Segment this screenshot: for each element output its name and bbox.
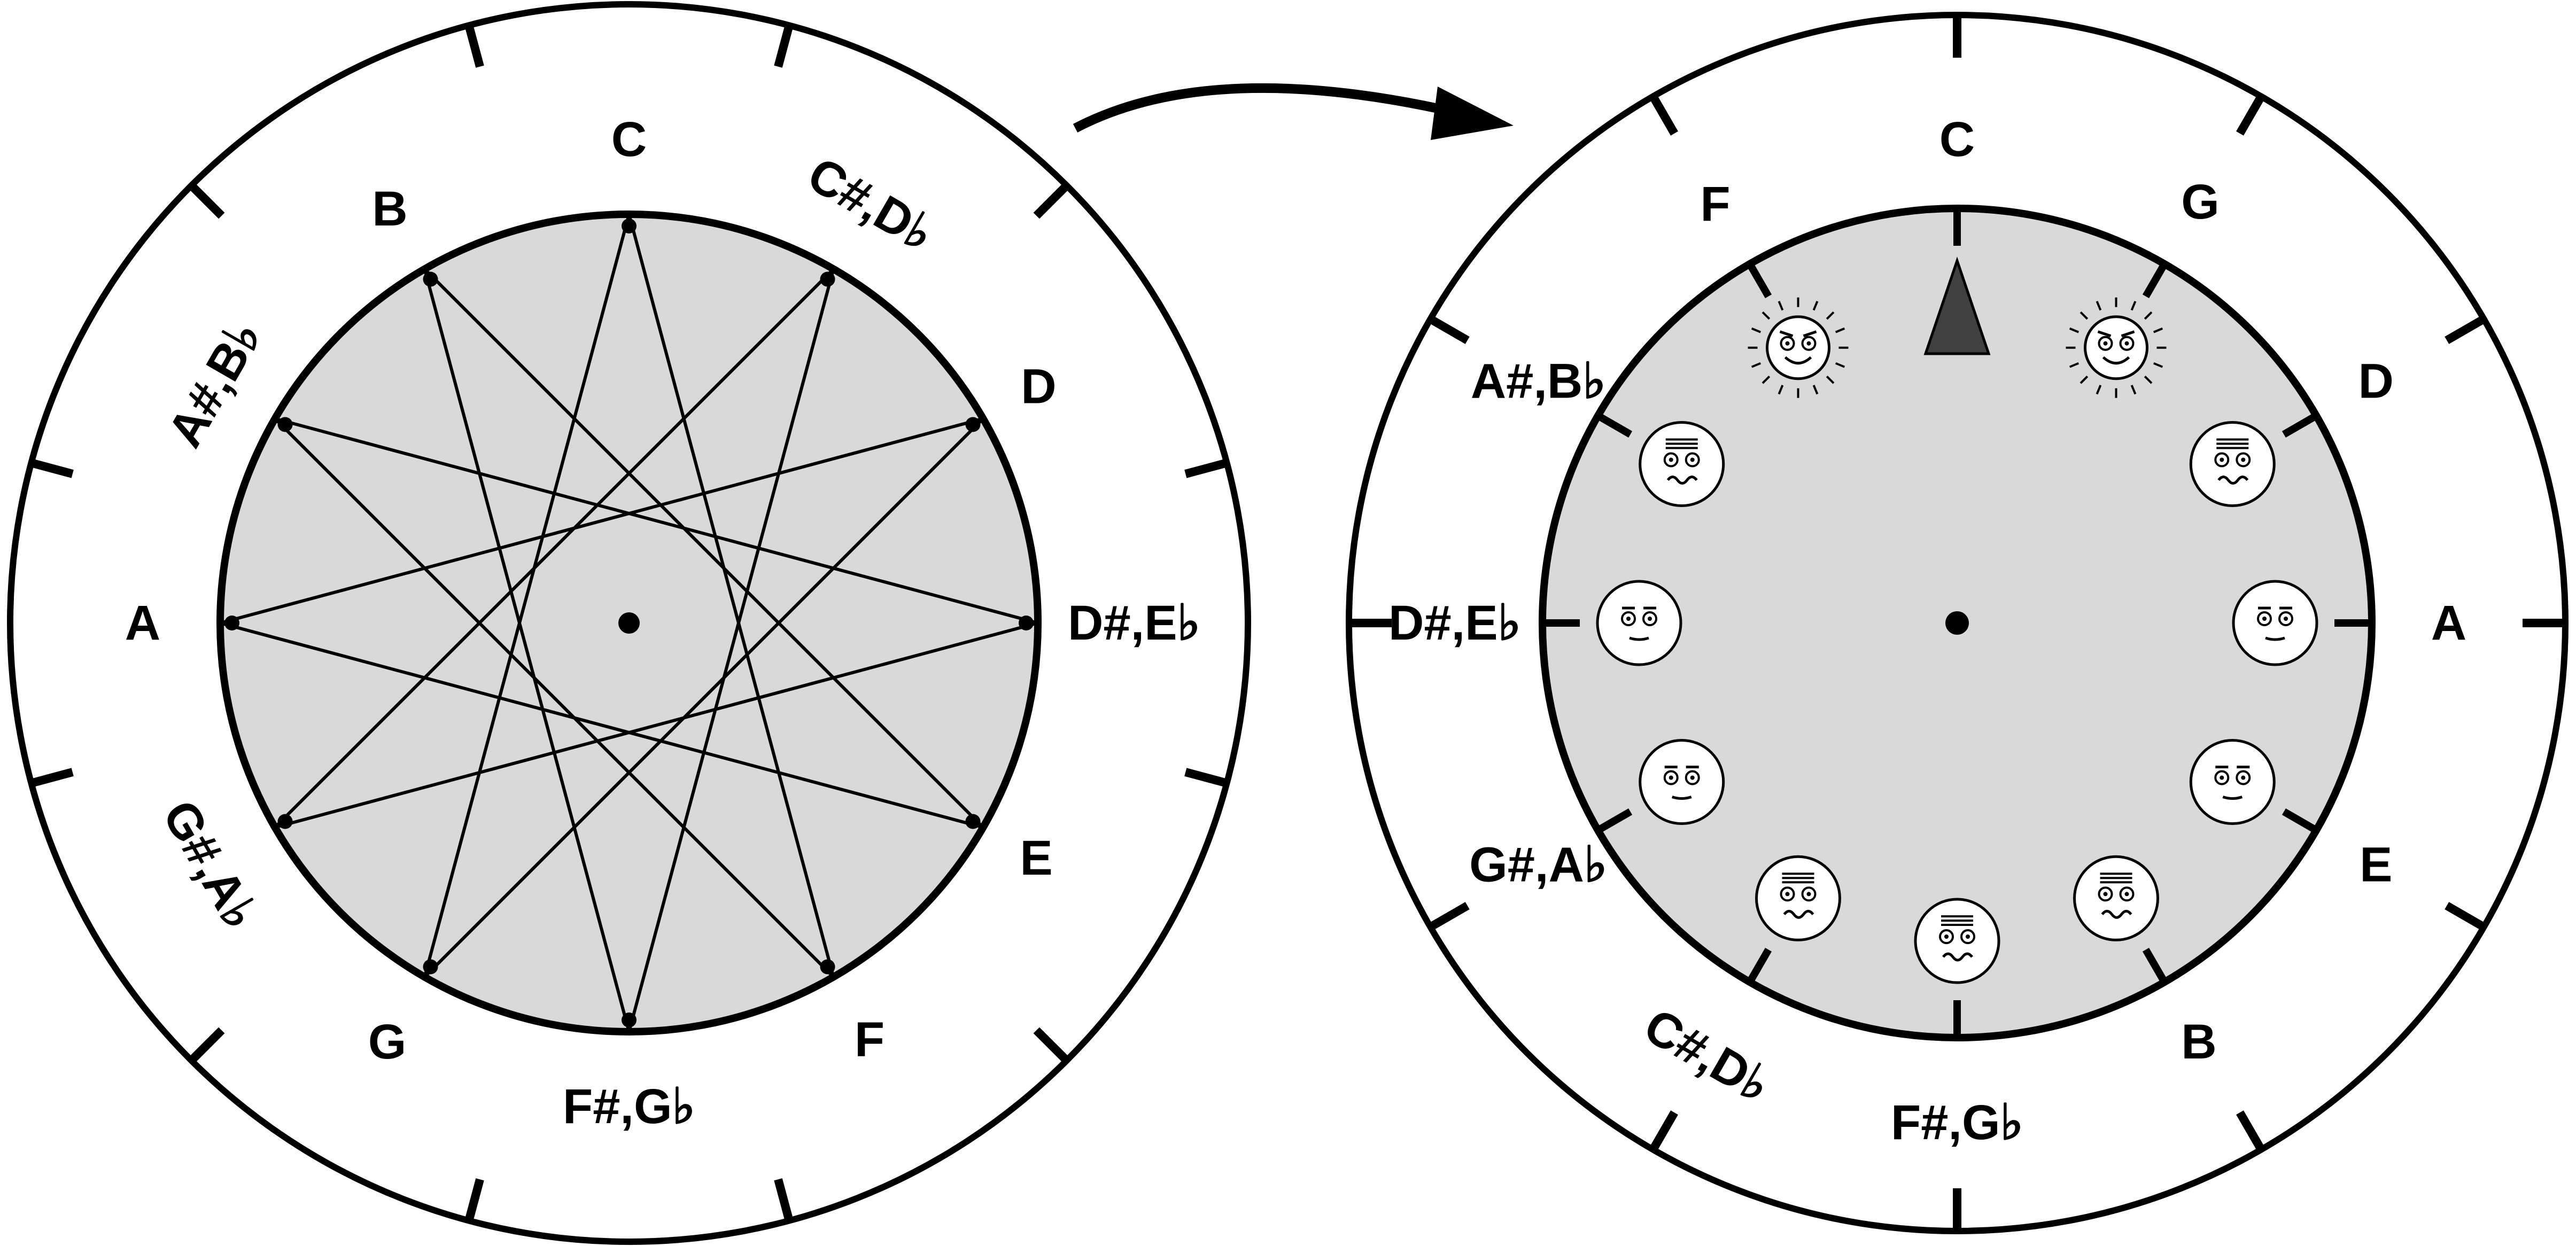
- ring-tick: [1184, 458, 1228, 478]
- note-label: C: [1939, 112, 1975, 167]
- inner-tick: [1596, 412, 1633, 438]
- worried-face-icon: [1914, 898, 2000, 984]
- ring-tick: [2236, 1110, 2265, 1152]
- triangle-pointer-icon: [1923, 256, 1991, 355]
- note-label: E: [1020, 831, 1052, 885]
- star-line: [274, 268, 835, 829]
- star-line: [423, 417, 984, 978]
- star-line: [423, 214, 631, 978]
- mood-faces: [1596, 297, 2318, 984]
- ring-tick: [1428, 902, 1470, 931]
- ring-tick: [1033, 1027, 1070, 1064]
- ring-tick: [30, 768, 74, 788]
- vertex-dot: [965, 814, 981, 829]
- note-label: F#,G♭: [563, 1079, 695, 1134]
- neutral-face-icon: [1639, 739, 1725, 825]
- ring-tick: [1428, 315, 1470, 344]
- star-line: [274, 621, 1038, 829]
- vertex-dot: [965, 417, 981, 432]
- vertex-dot: [277, 814, 293, 829]
- ring-tick: [2445, 315, 2486, 344]
- center-dot: [1945, 611, 1969, 635]
- outer-ring-ticks: [30, 24, 1228, 1222]
- inner-tick: [2282, 412, 2318, 438]
- star-line: [220, 417, 984, 625]
- star-line: [627, 214, 835, 978]
- vertex-dot: [1019, 616, 1034, 630]
- inner-ring-ticks: [1542, 208, 2372, 1038]
- note-label: G#,A♭: [1469, 838, 1607, 892]
- note-label: B: [372, 182, 407, 236]
- inner-tick: [1746, 262, 1772, 299]
- twelve-point-star: [220, 214, 1038, 1032]
- note-label: D#,E♭: [1388, 596, 1521, 650]
- sunny-happy-face-icon: [1748, 297, 1849, 398]
- ring-tick: [1184, 768, 1228, 788]
- neutral-face-icon: [1596, 580, 1682, 666]
- star-line: [274, 417, 835, 978]
- note-label: C: [611, 112, 647, 167]
- ring-tick: [1033, 182, 1070, 219]
- vertex-dot: [224, 616, 239, 630]
- inner-tick: [1596, 808, 1633, 834]
- vertex-dot: [820, 959, 835, 975]
- star-line: [220, 621, 984, 829]
- star-vertex-dots: [224, 219, 1034, 1027]
- star-line: [423, 268, 984, 829]
- worried-face-icon: [2189, 421, 2276, 507]
- note-label: A: [125, 596, 160, 650]
- ring-tick: [2236, 94, 2265, 136]
- note-label: B: [2181, 1015, 2216, 1069]
- ring-tick: [1649, 94, 1678, 136]
- neutral-face-icon: [2189, 739, 2276, 825]
- vertex-dot: [423, 959, 438, 975]
- ring-tick: [464, 24, 484, 68]
- inner-tick: [2142, 947, 2168, 984]
- ring-tick: [30, 458, 74, 478]
- star-line: [627, 268, 835, 1032]
- note-label: A#,B♭: [1471, 354, 1606, 409]
- ring-tick: [188, 182, 225, 219]
- note-label: A: [2431, 596, 2466, 650]
- note-label: D: [2358, 354, 2394, 409]
- worried-face-icon: [1755, 855, 1841, 941]
- vertex-dot: [277, 417, 293, 432]
- star-line: [274, 417, 1038, 625]
- note-label: D: [1021, 360, 1056, 414]
- vertex-dot: [423, 271, 438, 287]
- ring-tick: [2445, 902, 2486, 931]
- note-label: F: [855, 1012, 884, 1066]
- sunny-happy-face-icon: [2066, 297, 2167, 398]
- curved-arrow-icon: [1073, 83, 1514, 140]
- worried-face-icon: [2073, 855, 2159, 941]
- note-label: G: [368, 1015, 407, 1069]
- vertex-dot: [820, 271, 835, 287]
- vertex-dot: [622, 219, 637, 233]
- note-label: F: [1700, 177, 1730, 231]
- note-label: G: [2181, 175, 2220, 229]
- center-dot: [618, 612, 640, 634]
- vertex-dot: [622, 1013, 637, 1027]
- note-label: F#,G♭: [1891, 1095, 2023, 1150]
- note-label: E: [2360, 838, 2392, 892]
- inner-tick: [2142, 262, 2168, 299]
- ring-tick: [464, 1178, 484, 1222]
- inner-tick: [1746, 947, 1772, 984]
- outer-ring-ticks: [1349, 15, 2565, 1231]
- inner-tick: [2282, 808, 2318, 834]
- ring-tick: [1649, 1110, 1678, 1152]
- neutral-face-icon: [2232, 580, 2318, 666]
- ring-tick: [188, 1027, 225, 1064]
- note-label: D#,E♭: [1068, 596, 1200, 650]
- ring-tick: [774, 1178, 794, 1222]
- ring-tick: [774, 24, 794, 68]
- star-line: [423, 268, 631, 1032]
- worried-face-icon: [1639, 421, 1725, 507]
- chromatic-circle-wheel: CC#,D♭DD#,E♭EFF#,G♭GG#,A♭AA#,B♭B: [7, 1, 1251, 1245]
